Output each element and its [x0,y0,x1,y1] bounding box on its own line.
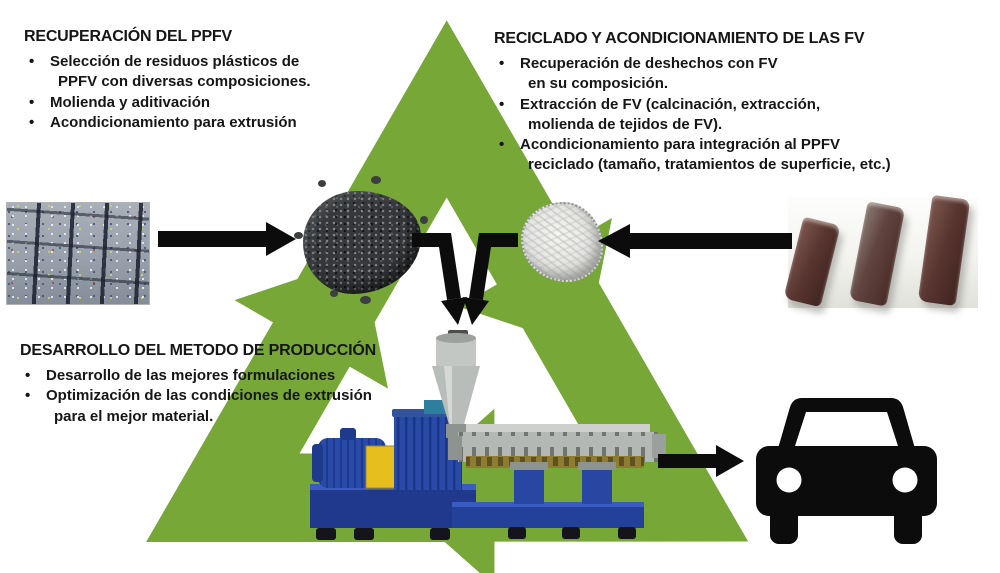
bullet-text: Extracción de FV (calcinación, extracció… [520,95,821,133]
arrow-granules-to-extruder [412,233,467,325]
bullet-dot: • [499,95,505,113]
bullet-item: • Acondicionamiento para integración al P… [494,135,959,175]
barrel [448,424,666,468]
bullet-text: Optimización de las condiciones de extru… [46,387,372,425]
bullet-text: Molienda y aditivación [50,93,211,111]
bullet-dot: • [25,367,31,385]
bullet-dot: • [29,93,35,111]
bullet-dot: • [29,113,35,131]
arrow-profiles-to-fibers [598,224,792,258]
fiber-clump-photo [521,202,603,282]
arrow-bales-to-granules [158,222,296,256]
section-reciclado-fv: RECICLADO Y ACONDICIONAMIENTO DE LAS FV … [494,30,959,175]
bullet-item: • Extracción de FV (calcinación, extracci… [494,95,959,135]
machine-feet [316,527,636,540]
section-recuperacion-ppfv: RECUPERACIÓN DEL PPFV • Selección de resi… [24,28,369,133]
car-icon [756,398,937,544]
bullet-dot: • [499,135,505,153]
section-metodo-produccion: DESARROLLO DEL METODO DE PRODUCCIÓN • Des… [20,342,475,427]
granule-speck [420,216,428,224]
bullet-dot: • [499,55,505,73]
granule-speck [360,296,371,304]
granule-speck [294,232,303,239]
bullet-dot: • [25,387,31,405]
bullet-text: Acondicionamiento para integración al PP… [520,135,891,173]
section-title: DESARROLLO DEL METODO DE PRODUCCIÓN [20,342,376,359]
profiles-photo [783,194,978,308]
hopper [432,330,480,438]
bullet-list: • Desarrollo de las mejores formulaciones… [20,366,475,426]
bullet-item: • Optimización de las condiciones de extr… [20,386,475,426]
headlight [892,467,918,493]
bullet-item: • Desarrollo de las mejores formulaciones [20,366,475,386]
section-title: RECUPERACIÓN DEL PPFV [24,28,232,45]
granule-speck [318,180,326,187]
granule-speck [371,176,381,184]
bullet-text: Desarrollo de las mejores formulaciones [46,367,336,385]
section-title: RECICLADO Y ACONDICIONAMIENTO DE LAS FV [494,30,865,47]
arrow-fibers-to-extruder [463,233,518,325]
arrow-extruder-to-car [658,445,744,477]
yellow-coupling [365,445,397,489]
granule-speck [330,290,338,297]
headlight [776,467,802,493]
plastic-bales-photo [7,203,149,304]
bullet-dot: • [29,53,35,71]
bullet-item: • Molienda y aditivación [24,93,369,113]
bullet-text: Acondicionamiento para extrusión [50,113,297,131]
bullet-item: • Acondicionamiento para extrusión [24,113,369,133]
extruder-machine [310,330,666,540]
